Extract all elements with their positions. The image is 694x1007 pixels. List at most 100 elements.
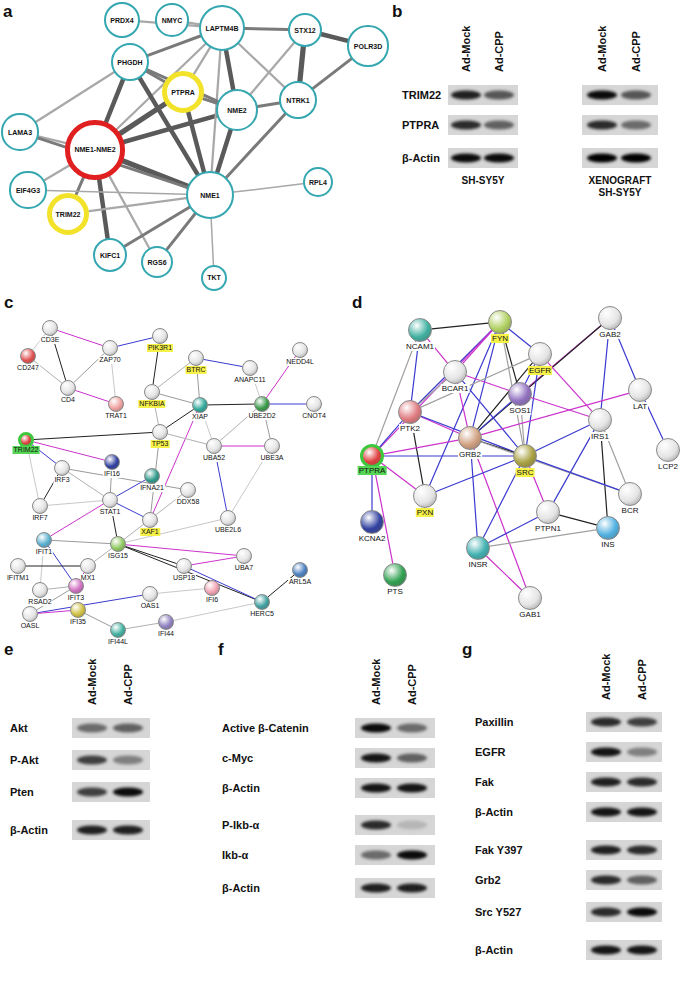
protein-name: TRIM22 [13, 446, 40, 454]
panel-letter: d [352, 293, 362, 313]
network-edge [38, 611, 70, 614]
blot-band [627, 876, 657, 885]
network-edge [58, 331, 103, 346]
protein-label: EGFR [475, 746, 506, 759]
protein-label: TRIM22 [402, 89, 441, 102]
protein-name: IFI6 [205, 596, 219, 604]
lane-label: Ad-CPP [122, 664, 134, 705]
network-edge [191, 569, 254, 598]
network-edge [536, 425, 589, 451]
network-edge [76, 391, 109, 402]
string-node: IFIT3 [68, 578, 84, 594]
protein-label: Grb2 [475, 874, 501, 887]
gene-name: NME1-NME2 [74, 145, 115, 154]
network-edge [48, 587, 68, 589]
network-edge [126, 623, 158, 628]
blot-band [591, 778, 621, 787]
blot-band [627, 908, 657, 917]
string-node: PIK3R1 [152, 328, 168, 344]
protein-name: UBA7 [234, 564, 254, 572]
network-edge [203, 99, 217, 104]
blot-band [451, 121, 481, 130]
blot-band [591, 846, 621, 855]
protein-name: BCAR1 [441, 384, 470, 393]
protein-name: SOS1 [508, 406, 531, 415]
network-edge [234, 184, 303, 192]
gene-circle: RGS6 [141, 246, 173, 278]
protein-name: OASL [20, 622, 41, 630]
blot-band [587, 121, 617, 130]
protein-label: Fak [475, 776, 494, 789]
string-node: SRC [513, 444, 537, 468]
string-node: IRF3 [54, 460, 70, 476]
protein-label: P-Ikb-α [222, 819, 259, 832]
protein-name: NCAM1 [405, 342, 435, 351]
blot-band [361, 884, 391, 893]
network-edge [536, 460, 618, 490]
gene-circle: RPL4 [303, 167, 334, 198]
lane-label: Ad-Mock [596, 26, 608, 72]
network-edge [471, 450, 477, 536]
blot-band [621, 91, 651, 100]
protein-name: DDX58 [176, 498, 201, 506]
blot-band [397, 821, 427, 830]
blot-band [397, 884, 427, 893]
blot-strip [586, 902, 662, 922]
blot-band [591, 718, 621, 727]
gene-name: EIF4G3 [16, 186, 40, 195]
network-edge [217, 130, 230, 172]
string-node: XAF1 [142, 512, 158, 528]
protein-name: STAT1 [99, 508, 122, 516]
network-edge [188, 112, 204, 172]
string-node: OASL [22, 606, 38, 622]
blot-band [361, 724, 391, 733]
protein-name: UBE3A [260, 454, 285, 462]
protein-name: PTS [386, 587, 404, 596]
blot-strip [355, 718, 435, 738]
network-edge [384, 440, 458, 454]
blot-band [77, 826, 107, 835]
string-node: IFI44L [110, 622, 126, 638]
string-node: EGFR [528, 342, 552, 366]
blot-strip [586, 840, 662, 860]
gene-circle: STX12 [288, 13, 322, 47]
protein-name: NFKBIA [138, 400, 165, 408]
string-node: PTPN1 [536, 500, 560, 524]
network-edge [69, 472, 104, 495]
panel-letter: g [462, 640, 472, 660]
panel-letter: f [218, 640, 224, 660]
lane-label: Ad-CPP [636, 659, 648, 700]
blot-strip [582, 85, 658, 105]
protein-name: OAS1 [140, 602, 161, 610]
protein-label: Paxillin [475, 716, 514, 729]
network-edge [432, 323, 488, 329]
network-edge [44, 165, 70, 180]
string-node: BCAR1 [443, 360, 467, 384]
string-node: PTPRA [360, 444, 384, 468]
network-edge [38, 595, 142, 612]
blot-strip [586, 712, 662, 732]
blot-band [627, 808, 657, 817]
blot-strip [586, 870, 662, 890]
blot-band [113, 756, 143, 765]
gene-circle: PTPRA [162, 71, 204, 113]
gene-name: LAPTM4B [205, 24, 238, 33]
string-node: ZAP70 [102, 340, 118, 356]
network-edge [89, 198, 186, 211]
protein-name: IFI35 [69, 618, 87, 626]
blot-strip [355, 878, 435, 898]
blot-strip [72, 718, 150, 738]
blot-strip [586, 772, 662, 792]
blot-band [627, 778, 657, 787]
blot-strip [355, 748, 435, 768]
network-edge [51, 504, 103, 536]
blot-band [484, 121, 514, 130]
gene-name: PTPRA [171, 88, 195, 97]
protein-name: HERC5 [249, 610, 275, 618]
blot-band [627, 846, 657, 855]
gene-circle: POLR3D [347, 25, 388, 66]
string-node: IFI35 [70, 602, 86, 618]
blot-band [587, 91, 617, 100]
lane-label: Ad-CPP [493, 31, 505, 72]
network-edge [601, 432, 607, 516]
